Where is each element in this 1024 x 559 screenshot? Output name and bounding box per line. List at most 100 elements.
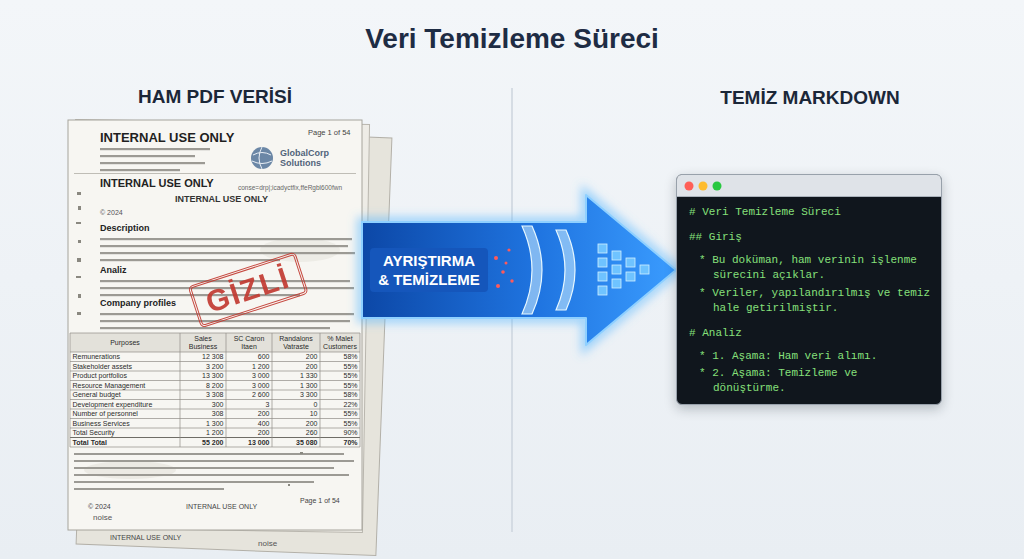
table-cell: 35 080 xyxy=(272,438,320,448)
panel-heading: HAM PDF VERİSİ xyxy=(68,86,362,108)
window-dot xyxy=(699,182,708,191)
table-rows xyxy=(70,333,360,447)
table-cell: 3 xyxy=(226,400,272,410)
panel-heading: TEMİZ MARKDOWN xyxy=(677,87,943,109)
filter-layer xyxy=(556,230,575,310)
table-cell: 70% xyxy=(320,438,360,448)
table-cell: 90% xyxy=(320,428,360,438)
table-cell: 55% xyxy=(320,419,360,429)
table-cell: 55% xyxy=(320,381,360,391)
table-cell: 55 200 xyxy=(180,438,226,448)
table-cell: Business Services xyxy=(70,419,180,429)
pdf-pages xyxy=(68,119,392,555)
table-cell: 3 000 xyxy=(226,371,272,381)
table-cell: 55% xyxy=(320,371,360,381)
logo-lines xyxy=(252,147,272,169)
table-cell: 12 308 xyxy=(180,352,226,362)
garbled-text: conse=drp|;icadyctfix,ffeRgbl600fwn xyxy=(238,184,342,192)
pdf-footer: INTERNAL USE ONLY xyxy=(110,534,181,542)
page-number: Page 1 of 54 xyxy=(308,128,351,137)
table-cell: 600 xyxy=(226,352,272,362)
table-cell: 55% xyxy=(320,409,360,419)
table-header-fill xyxy=(70,333,360,352)
smudge xyxy=(260,238,340,262)
table-cell: 200 xyxy=(226,428,272,438)
table-cell: 400 xyxy=(226,419,272,429)
edge-label: AYRIŞTIRMA & TEMİZLEME xyxy=(370,248,488,292)
markdown-bullet: * 2. Aşama: Temizleme ve dönüştürme. xyxy=(677,366,935,396)
markdown-bullet: * 1. Aşama: Ham veri alımı. xyxy=(677,349,935,364)
noise-text: noise xyxy=(258,539,277,548)
logo-mark xyxy=(251,147,273,169)
table-cell: 2 600 xyxy=(226,390,272,400)
table-header-cell: % Malet Customers xyxy=(320,333,360,352)
section-heading: Company profiles xyxy=(100,298,176,309)
table-cell: 200 xyxy=(272,352,320,362)
smudge xyxy=(84,461,176,479)
middle-page xyxy=(68,119,369,532)
table-cell: 3 200 xyxy=(180,362,226,372)
filter-layer xyxy=(522,226,542,314)
edge-layer xyxy=(362,195,676,345)
section-heading: Description xyxy=(100,223,150,234)
table-cell: 3 300 xyxy=(272,390,320,400)
table-cell: Development expenditure xyxy=(70,400,180,410)
table-cell: 55% xyxy=(320,362,360,372)
table-cell: 308 xyxy=(180,409,226,419)
table-cell: 200 xyxy=(226,409,272,419)
markdown-heading: # Analiz xyxy=(677,326,935,341)
table-cell: 1 300 xyxy=(180,419,226,429)
markdown-heading: ## Giriş xyxy=(677,230,935,245)
table-cell: 8 200 xyxy=(180,381,226,391)
table-columns xyxy=(70,333,360,447)
table-cell: General budget xyxy=(70,390,180,400)
section-heading: Analiz xyxy=(100,265,127,276)
terminal-window: TEMİZ MARKDOWN# Veri Temizleme Süreci## … xyxy=(676,174,942,405)
pdf-footer: INTERNAL USE ONLY xyxy=(186,502,257,511)
table-cell: Resource Management xyxy=(70,381,180,391)
table-cell: 200 xyxy=(272,362,320,372)
table-cell: 10 xyxy=(272,409,320,419)
structured-blocks xyxy=(598,244,649,295)
arrow-glow xyxy=(362,195,676,345)
window-dot xyxy=(685,182,694,191)
pdf-header: INTERNAL USE ONLY xyxy=(100,177,214,190)
table-cell: Total Security xyxy=(70,428,180,438)
pdf-header: INTERNAL USE ONLY xyxy=(100,130,234,145)
logo-globe xyxy=(251,147,273,169)
table-cell: 200 xyxy=(272,419,320,429)
markdown-bullet: * Veriler, yapılandırılmış ve temiz hale… xyxy=(677,286,935,316)
front-page xyxy=(68,120,362,530)
markdown-heading: # Veri Temizleme Süreci xyxy=(677,205,935,220)
diagram-title: Veri Temizleme Süreci xyxy=(0,22,1024,56)
table-cell: 13 300 xyxy=(180,371,226,381)
page-number: Page 1 of 54 xyxy=(300,496,340,505)
noise-particles xyxy=(494,248,514,288)
header-rule xyxy=(74,173,356,174)
table-header-cell: Purposes xyxy=(70,333,180,352)
pdf-header: INTERNAL USE ONLY xyxy=(175,194,268,205)
table-cell: 300 xyxy=(180,400,226,410)
table-cell: 1 330 xyxy=(272,371,320,381)
table-header-cell: Sales Business xyxy=(180,333,226,352)
pdf-document: HAM PDF VERİSİINTERNAL USE ONLYPage 1 of… xyxy=(68,120,362,530)
terminal-titlebar xyxy=(677,175,941,197)
noise-text: noise xyxy=(93,513,112,522)
table-cell: 1 200 xyxy=(180,428,226,438)
data-table-grid xyxy=(70,333,360,447)
table-cell: 22% xyxy=(320,400,360,410)
table-cell: Total Total xyxy=(70,438,180,448)
table-cell: 1 300 xyxy=(272,381,320,391)
arrow-glow-layer xyxy=(362,195,676,345)
table-cell: 58% xyxy=(320,390,360,400)
copyright: © 2024 xyxy=(100,208,123,217)
table-cell: Remunerations xyxy=(70,352,180,362)
table-total-rule xyxy=(70,437,360,438)
table-cell: Number of personnel xyxy=(70,409,180,419)
garbled-text-lines xyxy=(74,148,355,490)
window-dot xyxy=(713,182,722,191)
company-logo-text: GlobalCorp Solutions xyxy=(280,148,342,168)
table-cell: Stakeholder assets xyxy=(70,362,180,372)
process-arrow xyxy=(362,195,676,345)
